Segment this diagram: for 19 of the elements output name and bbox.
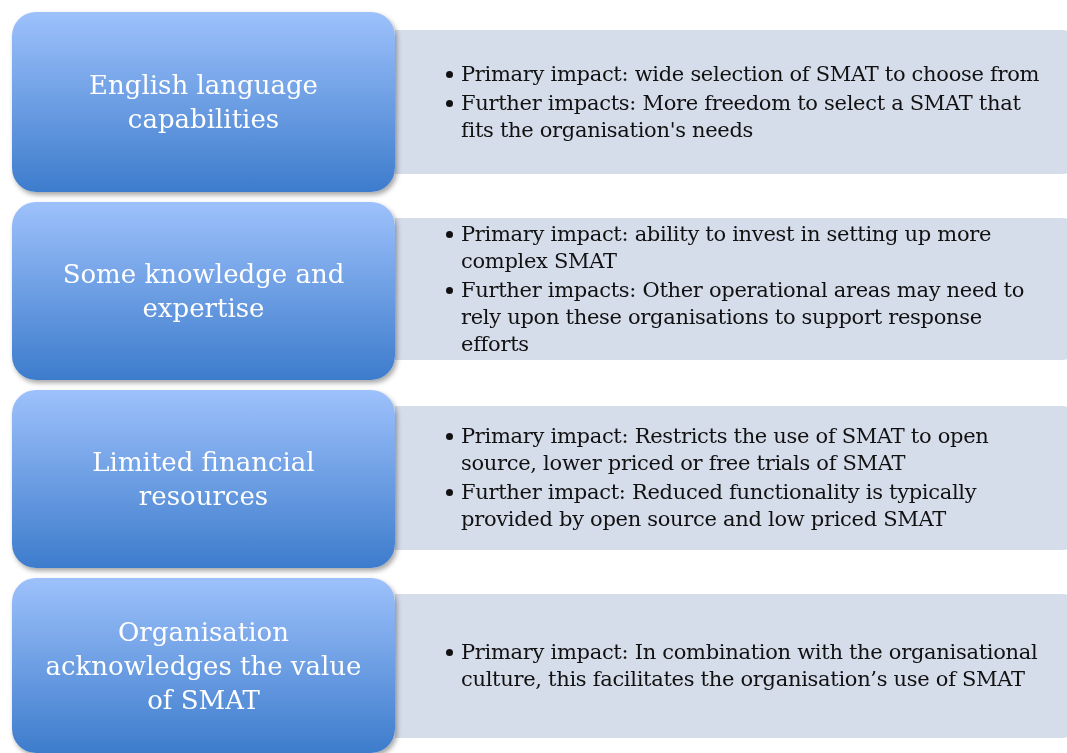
factor-title: Organisation acknowledges the value of SMAT (44, 615, 363, 717)
impact-panel (395, 218, 1067, 360)
factor-box (12, 390, 395, 568)
impact-panel (395, 406, 1067, 550)
factor-box (12, 12, 395, 192)
impact-panel (395, 30, 1067, 174)
factor-title: Limited financial resources (91, 446, 316, 513)
impact-panel (395, 594, 1067, 738)
factor-box (12, 578, 395, 753)
bullet-text: Primary impact: ability to invest in setting up more complex SMAT (461, 221, 992, 273)
bullet-text: Further impact: Reduced functionality is typically provided by open source and low priced SMAT (461, 480, 977, 531)
bullet-text: Primary impact: Restricts the use of SMAT to open source, lower priced or free trials of SMAT (461, 424, 989, 475)
bullet-text: Primary impact: wide selection of SMAT to choose from (461, 61, 1040, 86)
bullet-text: Further impacts: More freedom to select a SMAT that fits the organisation's needs (461, 90, 1021, 142)
bullet-text: Further impacts: Other operational areas may need to rely upon these organisations to support response efforts (461, 277, 1025, 356)
factor-title: English language capabilities (88, 69, 319, 136)
factor-title: Some knowledge and expertise (61, 258, 346, 325)
bullet-text: Primary impact: In combination with the organisational culture, this facilitates the organisation’s use of SMAT (461, 640, 1038, 691)
factor-box (12, 202, 395, 380)
